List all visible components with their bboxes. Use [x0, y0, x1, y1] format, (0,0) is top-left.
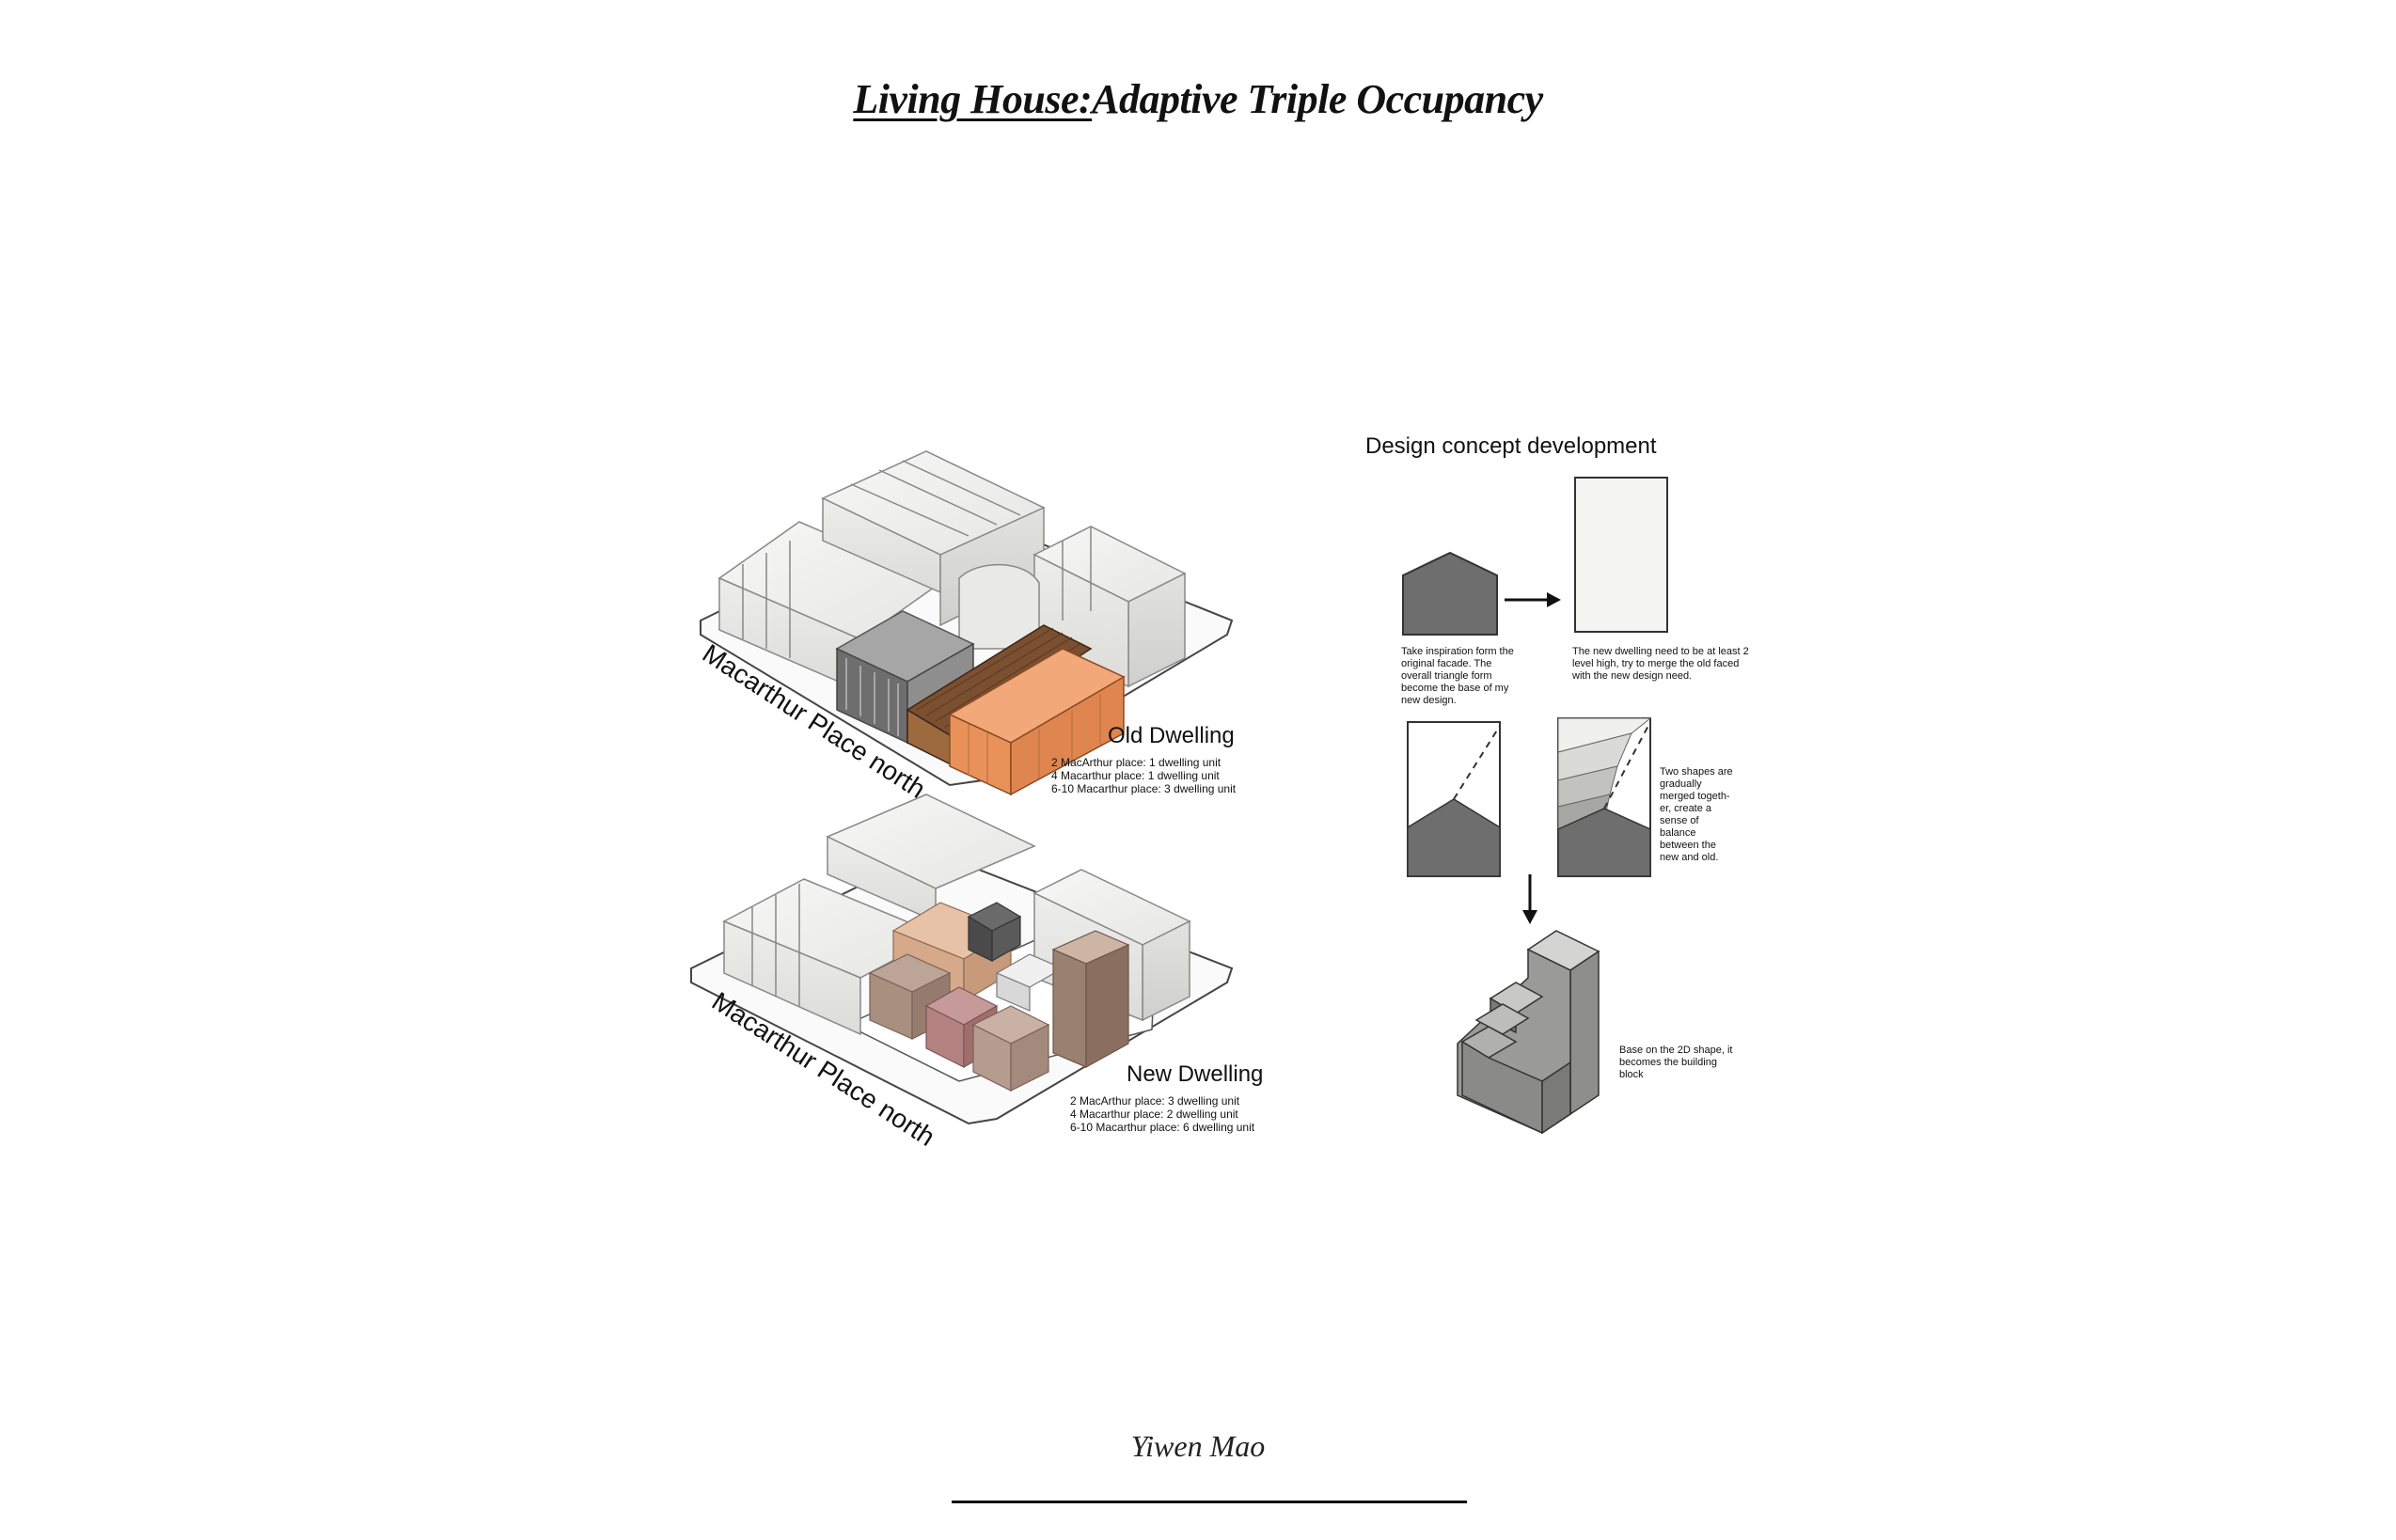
old-dwelling-heading: Old Dwelling: [1108, 723, 1235, 748]
note3-line7: between the: [1660, 840, 1716, 851]
new-dwelling-axonometric: [690, 794, 1234, 1125]
building-block-3d: [1457, 930, 1600, 1135]
old-line-1: 2 MacArthur place: 1 dwelling unit: [1051, 756, 1222, 769]
concept-heading: Design concept development: [1365, 433, 1657, 459]
note2-line2: level high, try to merge the old faced: [1572, 658, 1739, 669]
old-line-2: 4 Macarthur place: 1 dwelling unit: [1051, 769, 1220, 782]
old-line-3: 6-10 Macarthur place: 3 dwelling unit: [1051, 782, 1237, 795]
page-title: Living House:Adaptive Triple Occupancy: [0, 75, 2396, 123]
new-line-3: 6-10 Macarthur place: 6 dwelling unit: [1070, 1121, 1255, 1134]
note1-line1: Take inspiration form the: [1401, 646, 1514, 657]
note1-line2: original facade. The: [1401, 658, 1491, 669]
note2-line3: with the new design need.: [1571, 670, 1692, 682]
note3-line5: sense of: [1660, 815, 1700, 826]
title-part2: Adaptive Triple Occupancy: [1092, 76, 1543, 122]
title-part1: Living House:: [853, 76, 1093, 122]
author-name: Yiwen Mao: [1130, 1429, 1266, 1463]
note3-line3: merged togeth-: [1660, 791, 1730, 802]
two-level-outline: [1574, 477, 1668, 633]
new-line-2: 4 Macarthur place: 2 dwelling unit: [1070, 1108, 1238, 1121]
note3-line2: gradually: [1660, 778, 1702, 790]
note3-line4: er, create a: [1660, 803, 1712, 814]
note4-line2: becomes the building: [1619, 1057, 1717, 1068]
note4-line1: Base on the 2D shape, it: [1619, 1045, 1732, 1056]
facade-pentagon: [1402, 551, 1498, 636]
note3-line8: new and old.: [1660, 852, 1718, 863]
note1-line5: new design.: [1401, 695, 1457, 706]
new-dwelling-heading: New Dwelling: [1127, 1061, 1263, 1087]
note1-line4: become the base of my: [1401, 683, 1509, 694]
author-underline: [952, 1501, 1467, 1503]
old-dwelling-axonometric: [700, 450, 1234, 796]
new-line-1: 2 MacArthur place: 3 dwelling unit: [1070, 1094, 1240, 1108]
note3-line1: Two shapes are: [1660, 766, 1733, 778]
note4-line3: block: [1619, 1069, 1644, 1080]
note1-line3: overall triangle form: [1401, 670, 1492, 682]
note2-line1: The new dwelling need to be at least 2: [1572, 646, 1749, 657]
note3-line6: balance: [1660, 827, 1696, 839]
